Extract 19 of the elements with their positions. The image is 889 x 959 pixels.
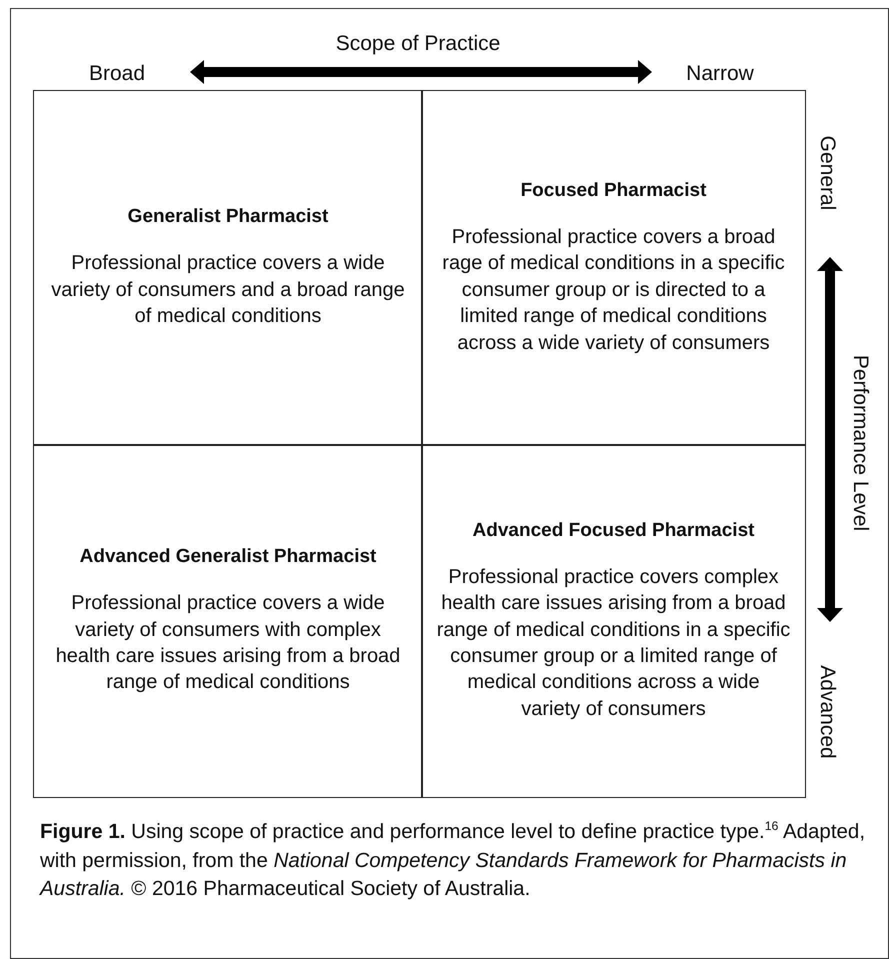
quadrant-box [33,444,423,798]
figure-caption: Figure 1. Using scope of practice and performance level to define practice type.$^{16}$ Adapted, with permission, from the National Competency Standards Framework for Pharmacists in Australia. © 2016 Pharmaceutical Society of Australia. [40,818,866,902]
axis-label: Scope of Practice [336,32,500,56]
quadrant-description: Professional practice covers complex health care issues arising from a broad range of medical conditions in a specific consumer group or a limited range of medical conditions across a wide variety of consumers [436,564,791,722]
quadrant-description: Professional practice covers a broad rage of medical conditions in a specific consumer group or is directed to a limited range of medical conditions across a wide variety of consumers [441,225,786,356]
axis-label: Narrow [686,62,754,86]
axis-label: Broad [88,62,146,86]
quadrant-title: Generalist Pharmacist [128,206,328,228]
quadrant-box [33,90,423,446]
quadrant-box [421,90,806,446]
quadrant-description: Professional practice covers a wide variety of consumers and a broad range of medical conditions [50,251,406,330]
axis-label: Advanced [815,665,839,759]
quadrant-title: Advanced Generalist Pharmacist [80,546,376,568]
quadrant-title: Focused Pharmacist [520,180,706,202]
quadrant-title: Advanced Focused Pharmacist [472,520,754,542]
quadrant-description: Professional practice covers a wide variety of consumers with complex health care issues arising from a broad range of medical conditions [54,591,402,696]
quadrant-box [421,444,806,798]
axis-label: General [815,136,839,210]
axis-label: Performance Level [848,354,872,532]
